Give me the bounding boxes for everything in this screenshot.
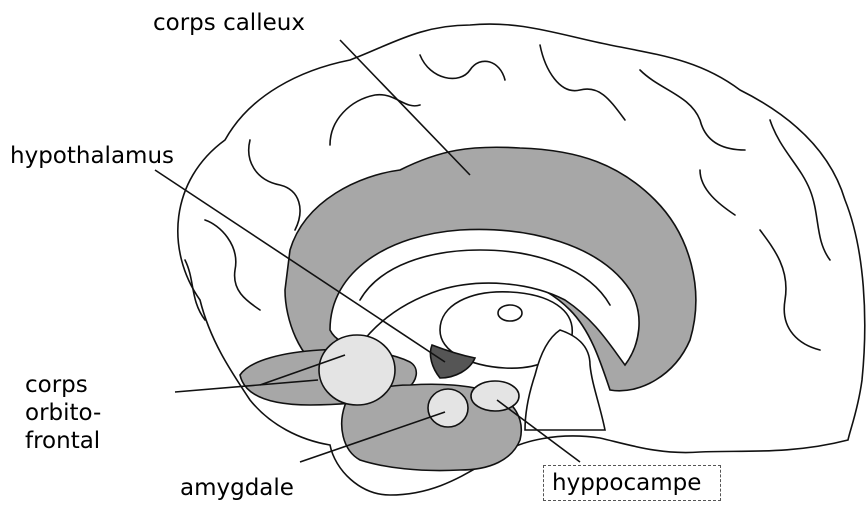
amygdala-highlight (428, 389, 468, 427)
thalamus-adhesion (498, 305, 522, 321)
hippocampus-highlight (471, 381, 519, 411)
label-corps-orbitofrontal-line-3: frontal (25, 427, 101, 455)
label-corps-orbitofrontal: corps orbito- frontal (25, 371, 101, 455)
label-hypothalamus: hypothalamus (10, 142, 174, 170)
label-corps-calleux: corps calleux (153, 9, 305, 37)
label-corps-orbitofrontal-line-2: orbito- (25, 399, 101, 427)
orbitofrontal-highlight (319, 335, 395, 405)
label-amygdale: amygdale (180, 474, 294, 502)
label-corps-orbitofrontal-line-1: corps (25, 371, 101, 399)
label-hyppocampe: hyppocampe (543, 465, 721, 501)
